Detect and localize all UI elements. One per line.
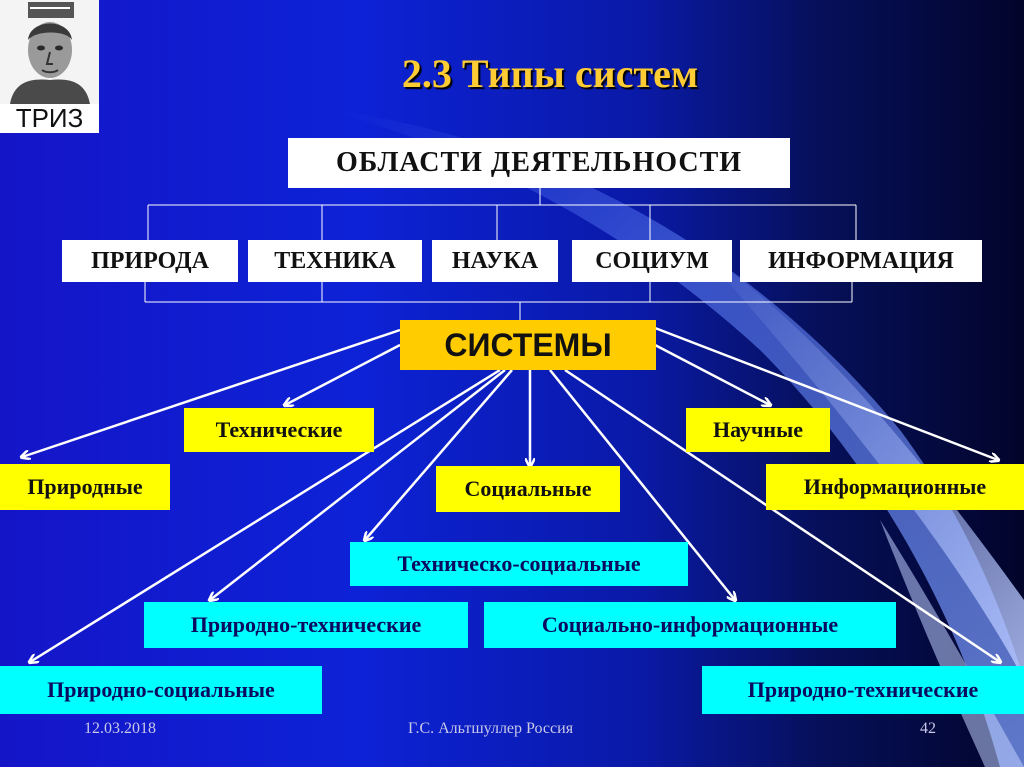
areas-header: ОБЛАСТИ ДЕЯТЕЛЬНОСТИ xyxy=(288,138,790,188)
area-technology: ТЕХНИКА xyxy=(248,240,422,282)
type-informational: Информационные xyxy=(766,464,1024,510)
portrait-icon xyxy=(0,0,99,104)
footer-author: Г.С. Альтшуллер Россия xyxy=(408,720,574,737)
type-natural: Природные xyxy=(0,464,170,510)
logo-caption: ТРИЗ xyxy=(15,103,84,133)
type-nat-social: Природно-социальные xyxy=(0,666,322,714)
footer-date: 12.03.2018 xyxy=(84,720,156,737)
type-nat-tech-right: Природно-технические xyxy=(702,666,1024,714)
systems-box: СИСТЕМЫ xyxy=(400,320,656,370)
type-social: Социальные xyxy=(436,466,620,512)
area-information: ИНФОРМАЦИЯ xyxy=(740,240,982,282)
type-soc-info: Социально-информационные xyxy=(484,602,896,648)
triz-logo: ТРИЗ xyxy=(0,0,99,133)
type-scientific: Научные xyxy=(686,408,830,452)
area-nature: ПРИРОДА xyxy=(62,240,238,282)
type-tech-social: Техническо-социальные xyxy=(350,542,688,586)
footer-page-number: 42 xyxy=(920,720,936,737)
area-society: СОЦИУМ xyxy=(572,240,732,282)
slide-title: 2.3 Типы систем xyxy=(401,51,699,96)
area-science: НАУКА xyxy=(432,240,558,282)
type-technical: Технические xyxy=(184,408,374,452)
type-nat-tech-left: Природно-технические xyxy=(144,602,468,648)
